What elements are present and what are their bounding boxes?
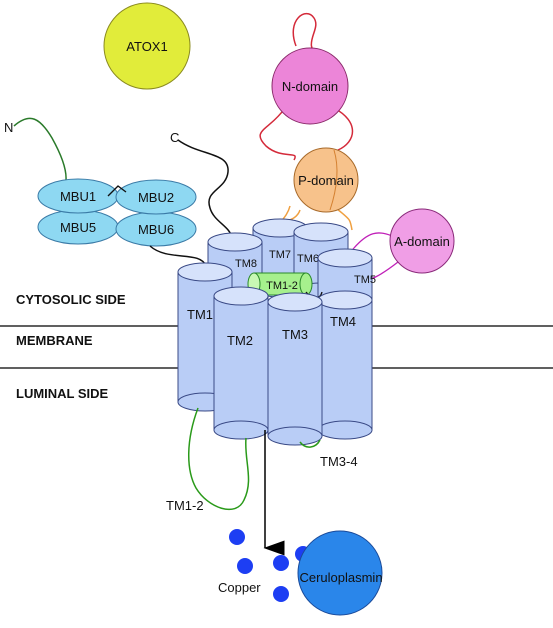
- atox1-circle: [103, 2, 191, 90]
- p-domain-label: P-domain: [298, 173, 354, 188]
- luminal-side-label: LUMINAL SIDE: [16, 386, 109, 401]
- p-domain-divider: [329, 149, 338, 211]
- cytosolic-side-label: CYTOSOLIC SIDE: [16, 292, 126, 307]
- mbu-connector: [107, 185, 127, 197]
- tm3-label: TM3: [282, 327, 308, 342]
- mbu1-label: MBU1: [60, 189, 96, 204]
- p-domain-circle: [293, 147, 359, 213]
- tm1-label: TM1: [187, 307, 213, 322]
- tm4-label: TM4: [330, 314, 356, 329]
- tm2-label: TM2: [227, 333, 253, 348]
- atox1-label: ATOX1: [126, 39, 167, 54]
- luminal-loop-tm12: [188, 407, 250, 511]
- luminal-loop-tm34-label: TM3-4: [320, 454, 358, 469]
- copper-ion: [273, 555, 289, 571]
- ceruloplasmin-label: Ceruloplasmin: [299, 570, 382, 585]
- helix-tm2: TM2: [213, 286, 269, 440]
- copper-ion: [273, 586, 289, 602]
- n-terminus-label: N: [4, 120, 13, 135]
- n-terminus-chain: [13, 117, 67, 189]
- n-domain-label: N-domain: [282, 79, 338, 94]
- mbu6-label: MBU6: [138, 222, 174, 237]
- inner-loop-label: TM1-2: [266, 280, 298, 292]
- tm6-label: TM6: [297, 253, 319, 265]
- membrane-label: MEMBRANE: [16, 333, 93, 348]
- copper-ion: [237, 558, 253, 574]
- mbu-to-tm1-linker: [149, 245, 207, 267]
- ceruloplasmin-circle: [297, 530, 383, 616]
- copper-ion: [229, 529, 245, 545]
- tm7-label: TM7: [269, 249, 291, 261]
- tm8-label: TM8: [235, 258, 257, 270]
- c-terminus-label: C: [170, 130, 179, 145]
- luminal-loop-tm12-label: TM1-2: [166, 498, 204, 513]
- c-terminus-chain: [177, 139, 233, 239]
- a-domain-circle: [389, 208, 455, 274]
- luminal-loop-tm34: [299, 439, 321, 448]
- helix-tm4: TM4: [317, 290, 373, 440]
- mbu2-ellipse: [115, 179, 197, 215]
- tm5-label: TM5: [354, 274, 376, 286]
- mbu2-label: MBU2: [138, 190, 174, 205]
- a-domain-label: A-domain: [394, 234, 450, 249]
- n-domain-circle: [271, 47, 349, 125]
- mbu-cluster: MBU1 MBU2 MBU5 MBU6: [37, 178, 197, 247]
- helix-tm3: TM3: [267, 292, 323, 446]
- copper-label: Copper: [218, 580, 261, 595]
- mbu5-label: MBU5: [60, 220, 96, 235]
